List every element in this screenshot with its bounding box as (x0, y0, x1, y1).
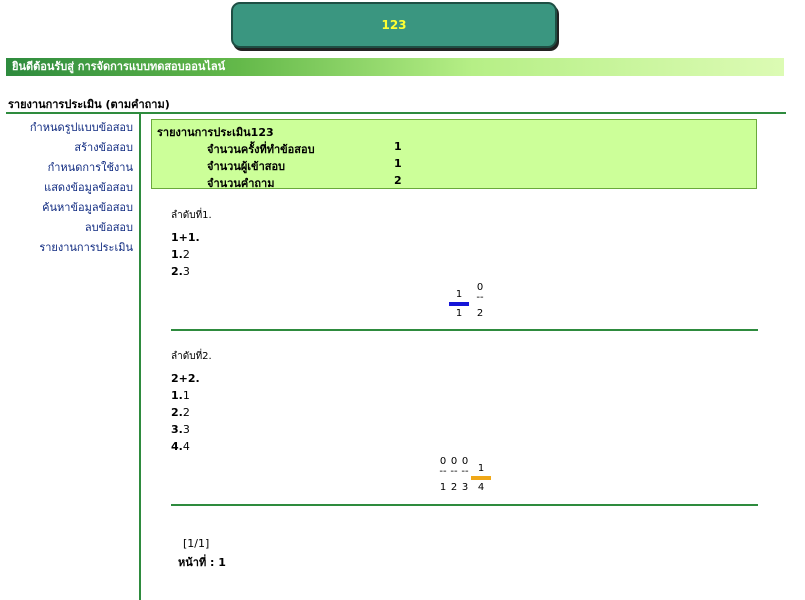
summary-box: รายงานการประเมิน123 จำนวนครั้งที่ทำข้อสอ… (151, 119, 757, 192)
chart-dash: -- (450, 466, 458, 477)
chart-count: 0 (461, 456, 469, 467)
option: 2.2 (171, 406, 212, 419)
question-number: ลำดับที่2. (171, 351, 212, 362)
option: 4.4 (171, 440, 212, 453)
sidebar-item-show-exam[interactable]: แสดงข้อมูลข้อสอบ (44, 181, 133, 194)
question-1: ลำดับที่1. 1+1. 1.2 2.3 (171, 208, 212, 278)
pager-range: [1/1] (183, 537, 210, 550)
chart-label: 2 (476, 308, 484, 319)
header-divider (6, 112, 786, 114)
chart-column: 0-- 2 (475, 282, 485, 322)
welcome-banner: ยินดีต้อนรับสู่ การจัดการแบบทดสอบออนไลน์ (6, 58, 784, 76)
sidebar-item-delete-exam[interactable]: ลบข้อสอบ (84, 221, 133, 234)
chart-count: 0 (439, 456, 447, 467)
chart-dash: -- (439, 466, 447, 477)
option-number: 1. (171, 389, 183, 402)
sidebar-item-search-exam[interactable]: ค้นหาข้อมูลข้อสอบ (42, 201, 133, 214)
chart-count: 0 (450, 456, 458, 467)
option-number: 1. (171, 248, 183, 261)
option: 1.2 (171, 248, 212, 261)
option-text: 1 (182, 389, 190, 402)
summary-value: 1 (394, 157, 402, 170)
option-text: 2 (182, 248, 190, 261)
chart-count: 1 (455, 289, 463, 300)
question-text: 2+2. (171, 372, 200, 385)
option-number: 4. (171, 440, 183, 453)
summary-row-attempts: จำนวนครั้งที่ทำข้อสอบ 1 (207, 140, 402, 158)
chart-dash: -- (476, 292, 484, 303)
page-number: หน้าที่ : 1 (178, 556, 226, 569)
chart-count: 1 (477, 463, 485, 474)
summary-label: จำนวนผู้เข้าสอบ (207, 160, 286, 173)
chart-bar (471, 476, 491, 480)
sidebar-divider (139, 114, 141, 600)
summary-value: 2 (394, 174, 402, 187)
option: 2.3 (171, 265, 212, 278)
question-number: ลำดับที่1. (171, 210, 212, 221)
option-number: 3. (171, 423, 183, 436)
sidebar-item-schedule[interactable]: กำหนดการใช้งาน (47, 161, 133, 174)
chart-bar (449, 302, 469, 306)
chart-label: 3 (461, 482, 469, 493)
summary-title: รายงานการประเมิน123 (157, 126, 274, 139)
question-text: 1+1. (171, 231, 200, 244)
app-title: 123 (381, 18, 407, 32)
summary-label: จำนวนคำถาม (207, 177, 275, 190)
sidebar-item-define-format[interactable]: กำหนดรูปแบบข้อสอบ (29, 121, 133, 134)
chart-label: 1 (455, 308, 463, 319)
question-divider (171, 504, 758, 506)
chart-count: 0 (476, 282, 484, 293)
sidebar-item-create-exam[interactable]: สร้างข้อสอบ (74, 141, 133, 154)
chart-dash: -- (461, 466, 469, 477)
option: 1.1 (171, 389, 212, 402)
report-header: รายงานการประเมิน (ตามคำถาม) (8, 98, 170, 111)
summary-label: จำนวนครั้งที่ทำข้อสอบ (207, 143, 315, 156)
app-title-box: 123 (231, 2, 557, 48)
option-text: 3 (182, 265, 190, 278)
question-divider (171, 329, 758, 331)
chart-label: 1 (439, 482, 447, 493)
chart-column: 0-- 3 (460, 456, 470, 496)
option-text: 3 (182, 423, 190, 436)
option-number: 2. (171, 265, 183, 278)
question-2: ลำดับที่2. 2+2. 1.1 2.2 3.3 4.4 (171, 349, 212, 453)
option-number: 2. (171, 406, 183, 419)
sidebar-item-report[interactable]: รายงานการประเมิน (39, 241, 133, 254)
sidebar-menu: กำหนดรูปแบบข้อสอบ สร้างข้อสอบ กำหนดการใช… (0, 118, 135, 258)
chart-column: 0-- 2 (449, 456, 459, 496)
option-text: 4 (182, 440, 190, 453)
chart-column: 0-- 1 (438, 456, 448, 496)
option: 3.3 (171, 423, 212, 436)
summary-row-examinees: จำนวนผู้เข้าสอบ 1 (207, 157, 402, 175)
chart-label: 4 (477, 482, 485, 493)
summary-value: 1 (394, 140, 402, 153)
chart-label: 2 (450, 482, 458, 493)
summary-row-questions: จำนวนคำถาม 2 (207, 174, 402, 192)
option-text: 2 (182, 406, 190, 419)
